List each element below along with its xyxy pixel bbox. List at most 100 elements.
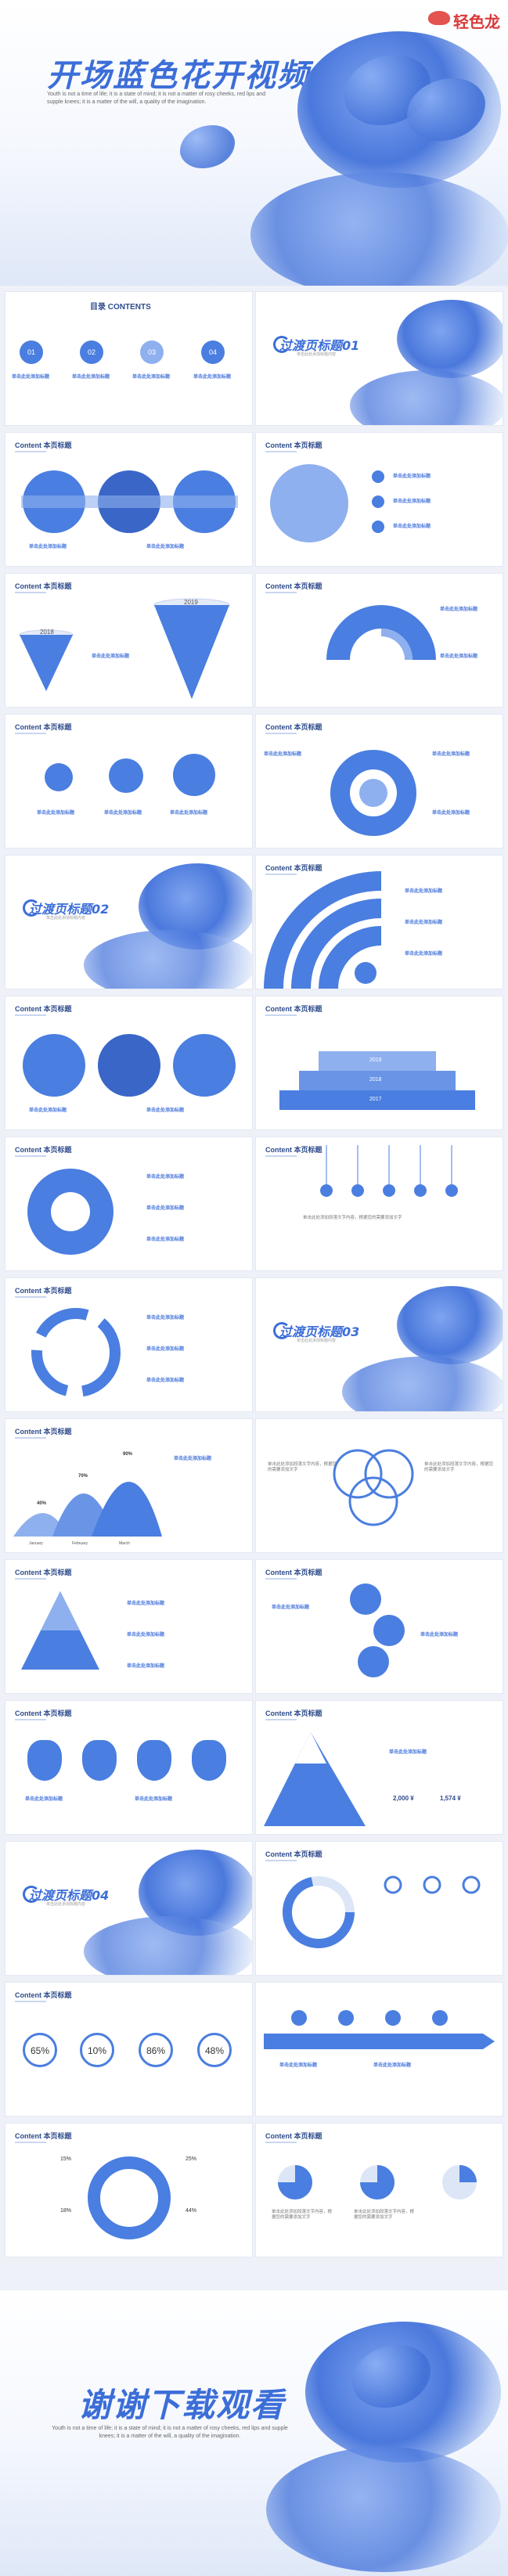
percent-ring [139,2033,173,2067]
contents-item-04[interactable] [201,340,225,364]
content-slide: Content 本页标题 单击此处添加标题 单击此处添加标题 单击此处添加标题 [255,855,503,989]
item-heading: 单击此处添加标题 [440,607,478,612]
transition-slide-01: 过渡页标题01 单击此处添加标题内容 [255,291,503,426]
content-slide: Content 本页标题 单击此处添加段落文字内容，根据您的需要添加文字 单击此… [255,2123,503,2257]
transition-subtitle: 单击此处添加标题内容 [297,1338,337,1343]
podium-label: 2017 [369,1097,382,1102]
ring-chart [88,2156,171,2239]
slide-title: Content 本页标题 [15,1146,72,1157]
slide-title: Content 本页标题 [15,1710,72,1720]
slide-title: Content 本页标题 [15,582,72,593]
contents-label: 单击此处添加标题 [193,375,232,380]
content-slide: Content 本页标题 单击此处添加标题 单击此处添加标题 [5,1700,253,1835]
money-bag-icon [27,1740,62,1781]
item-heading: 单击此处添加标题 [432,811,470,816]
content-slide: Content 本页标题 单击此处添加标题 单击此处添加标题 [5,996,253,1130]
item-heading: 单击此处添加标题 [389,1750,427,1755]
body-text: 单击此处添加段落文字内容，根据您的需要添加文字 [424,1462,494,1472]
slide-title: Content 本页标题 [15,723,72,734]
contents-label: 单击此处添加标题 [12,375,50,380]
overlapping-circles-graphic [23,1034,236,1097]
content-slide: Content 本页标题 2019 2018 2017 [255,996,503,1130]
year-label: 2019 [184,599,198,606]
podium-label: 2018 [369,1077,382,1083]
donut-chart [283,1875,481,1948]
slide-title: Content 本页标题 [265,1146,322,1157]
contents-number: 02 [87,348,95,356]
content-slide: Content 本页标题 2018 2019 单击此处添加标题 [5,573,253,708]
contents-item-03[interactable] [140,340,164,364]
brand-name: 轻色龙 [453,13,500,31]
flower-image [397,1286,503,1364]
venn-diagram [333,1449,414,1526]
slide-title: Content 本页标题 [265,1569,322,1580]
item-heading: 单击此处添加标题 [279,2063,318,2068]
item-heading: 单击此处添加标题 [174,1457,212,1461]
transition-ring-icon [23,1886,40,1903]
transition-slide-02: 过渡页标题02 单击此处添加标题内容 [5,855,253,989]
flower-image [342,1356,503,1411]
flower-image [250,172,508,286]
slide-title: Content 本页标题 [15,1428,72,1439]
content-slide: Content 本页标题 15% 25% 18% 44% [5,2123,253,2257]
contents-item-02[interactable] [80,340,103,364]
item-heading: 单击此处添加标题 [393,499,431,504]
overlapping-circles-graphic [21,470,238,533]
body-text: 单击此处添加段落文字内容，根据您的需要添加文字 [303,1216,402,1220]
money-bag-icon [137,1740,171,1781]
funnel-graphic [19,598,230,699]
money-bag-icon [82,1740,117,1781]
transition-title: 过渡页标题01 [279,338,360,353]
percent-ring [23,2033,57,2067]
transition-slide-03: 过渡页标题03 单击此处添加标题内容 [255,1277,503,1412]
hanging-tags-graphic [320,1145,458,1197]
item-heading: 单击此处添加标题 [135,1797,173,1802]
closing-title: 谢谢下载观看 [78,2386,286,2424]
item-heading: 单击此处添加标题 [29,545,67,549]
body-text: 单击此处添加段落文字内容，根据您的需要添加文字 [268,1462,337,1472]
closing-subtitle: Youth is not a time of life; it is a sta… [52,2426,288,2439]
flower-image [84,1916,252,1975]
item-heading: 单击此处添加标题 [146,1378,185,1383]
slide-title: Content 本页标题 [15,441,72,452]
item-heading: 单击此处添加标题 [92,654,130,659]
contents-item-01[interactable] [20,340,43,364]
transition-ring-icon [23,899,40,917]
transition-title: 过渡页标题02 [29,902,110,917]
transition-ring-icon [273,336,290,353]
item-heading: 单击此处添加标题 [432,752,470,757]
flower-petal [180,125,235,168]
cover-subtitle: Youth is not a time of life; it is a sta… [47,92,266,105]
ring-percent: 18% [60,2208,72,2214]
item-heading: 单击此处添加标题 [146,1175,185,1180]
transition-title: 过渡页标题03 [279,1324,360,1339]
slide-title: Content 本页标题 [265,441,322,452]
slide-title: Content 本页标题 [15,1569,72,1580]
item-heading: 单击此处添加标题 [272,1605,310,1610]
location-pin-icon [45,763,73,791]
item-heading: 单击此处添加标题 [405,921,443,925]
item-heading: 单击此处添加标题 [127,1664,165,1669]
slide-title: Content 本页标题 [15,2132,72,2143]
contents-slide: 目录 CONTENTS 01 02 03 04 单击此处添加标题 单击此处添加标… [5,291,253,426]
gear-icon [350,1583,381,1615]
item-heading: 单击此处添加标题 [373,2063,412,2068]
item-heading: 单击此处添加标题 [37,811,75,816]
item-heading: 单击此处添加标题 [420,1633,459,1637]
body-text: 单击此处添加段落文字内容，根据您的需要添加文字 [354,2210,415,2220]
area-chart-category: March [119,1541,130,1546]
transition-subtitle: 单击此处添加标题内容 [297,352,337,357]
item-heading: 单击此处添加标题 [405,889,443,894]
item-heading: 单击此处添加标题 [29,1108,67,1113]
body-text: 单击此处添加段落文字内容，根据您的需要添加文字 [272,2210,333,2220]
area-chart [13,1482,162,1537]
flower-image [350,370,503,425]
content-slide: Content 本页标题 单击此处添加标题 单击此处添加标题 [5,432,253,567]
gear-icon [358,1646,389,1677]
contents-number: 01 [27,348,35,356]
contents-number: 03 [147,348,156,356]
feature-icon-circle [372,470,384,483]
stat-value: 2,000 ¥ [393,1795,414,1802]
area-chart-value: 40% [37,1501,47,1506]
